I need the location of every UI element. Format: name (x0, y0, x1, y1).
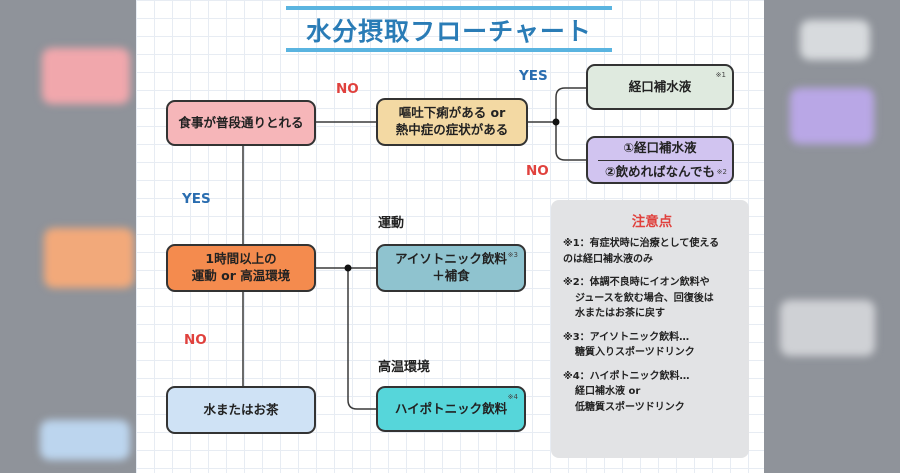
note-line: 経口補水液 or (575, 386, 641, 397)
node-divider (598, 159, 722, 161)
node-text: アイソトニック飲料 (395, 251, 507, 267)
node-oral-rehydration: 経口補水液 ※1 (586, 64, 734, 110)
background-blur (44, 228, 134, 288)
node-text: ＋補食 (432, 268, 470, 283)
background-blur (790, 88, 874, 144)
connector-junction-either (555, 122, 586, 161)
note-4: ※4：ハイポトニック飲料… 経口補水液 or 低糖質スポーツドリンク (563, 369, 741, 416)
node-isotonic-drink: アイソトニック飲料 ＋補食 ※3 (376, 244, 526, 292)
node-vomit-diarrhea: 嘔吐下痢がある or 熱中症の症状がある (376, 98, 528, 146)
background-blur (40, 420, 130, 460)
node-text: 1時間以上の (205, 251, 277, 267)
label-yes: YES (182, 191, 211, 207)
node-text: ハイポトニック飲料 (394, 400, 508, 416)
node-text: ②飲めればなんでも (605, 163, 715, 179)
note-line: 水またはお茶に戻す (575, 308, 665, 319)
node-text: 嘔吐下痢がある or (398, 105, 506, 121)
background-blur (800, 20, 870, 60)
node-text: 水またはお茶 (203, 401, 279, 417)
note-2: ※2：体調不良時にイオン飲料や ジュースを飲む場合、回復後は 水またはお茶に戻す (563, 275, 741, 322)
notes-title: 注意点 (631, 214, 673, 230)
connector-hour-hypo (347, 268, 376, 410)
node-either-option: ①経口補水液 ②飲めればなんでも ※2 (586, 136, 734, 184)
node-hypotonic-drink: ハイポトニック飲料 ※4 (376, 386, 526, 432)
node-one-hour-exercise: 1時間以上の 運動 or 高温環境 (166, 244, 316, 292)
label-exercise: 運動 (378, 216, 405, 231)
label-no: NO (336, 81, 359, 97)
label-heat-environment: 高温環境 (378, 360, 431, 375)
background-blur (780, 300, 875, 356)
note-line: 低糖質スポーツドリンク (575, 401, 685, 413)
note-3: ※3：アイソトニック飲料… 糖質入りスポーツドリンク (563, 330, 741, 361)
note-line: 糖質入りスポーツドリンク (575, 347, 695, 358)
node-water-or-tea: 水またはお茶 (166, 386, 316, 434)
connector-junction-ors (555, 87, 586, 122)
connector-lines (242, 87, 586, 410)
junction-dot (344, 264, 352, 272)
note-line: のは経口補水液のみ (563, 253, 653, 265)
title-rule-bottom (286, 48, 612, 52)
note-line: ※2：体調不良時にイオン飲料や (563, 277, 710, 288)
note-line: ジュースを飲む場合、回復後は (575, 292, 714, 304)
node-eat-normally: 食事が普段通りとれる (166, 100, 316, 146)
note-line: ※1：有症状時に治療として使える (563, 238, 720, 249)
node-text: 経口補水液 (628, 78, 692, 94)
node-text: 食事が普段通りとれる (178, 114, 304, 130)
label-no: NO (526, 163, 549, 179)
flowchart-sheet: 水分摂取フローチャート 食事が普段通りとれる 嘔吐下痢がある or 熱中症の症状… (136, 0, 764, 473)
background-blur (42, 48, 130, 104)
page-title: 水分摂取フローチャート (306, 17, 592, 46)
footnote-mark: ※4 (507, 393, 518, 401)
footnote-mark: ※2 (716, 167, 727, 176)
node-text: 運動 or 高温環境 (191, 268, 291, 283)
node-text: 熱中症の症状がある (395, 122, 509, 137)
label-no: NO (184, 332, 207, 348)
title-rule-top (286, 6, 612, 10)
note-line: ※4：ハイポトニック飲料… (563, 370, 690, 382)
note-line: ※3：アイソトニック飲料… (563, 331, 690, 343)
title-banner: 水分摂取フローチャート (286, 6, 612, 52)
notes-panel: 注意点 ※1：有症状時に治療として使える のは経口補水液のみ ※2：体調不良時に… (551, 200, 749, 458)
label-yes: YES (519, 68, 548, 84)
footnote-mark: ※3 (507, 251, 518, 259)
junction-dot (552, 118, 560, 126)
note-1: ※1：有症状時に治療として使える のは経口補水液のみ (563, 236, 741, 267)
footnote-mark: ※1 (715, 71, 726, 79)
node-text: ①経口補水液 (623, 139, 697, 155)
